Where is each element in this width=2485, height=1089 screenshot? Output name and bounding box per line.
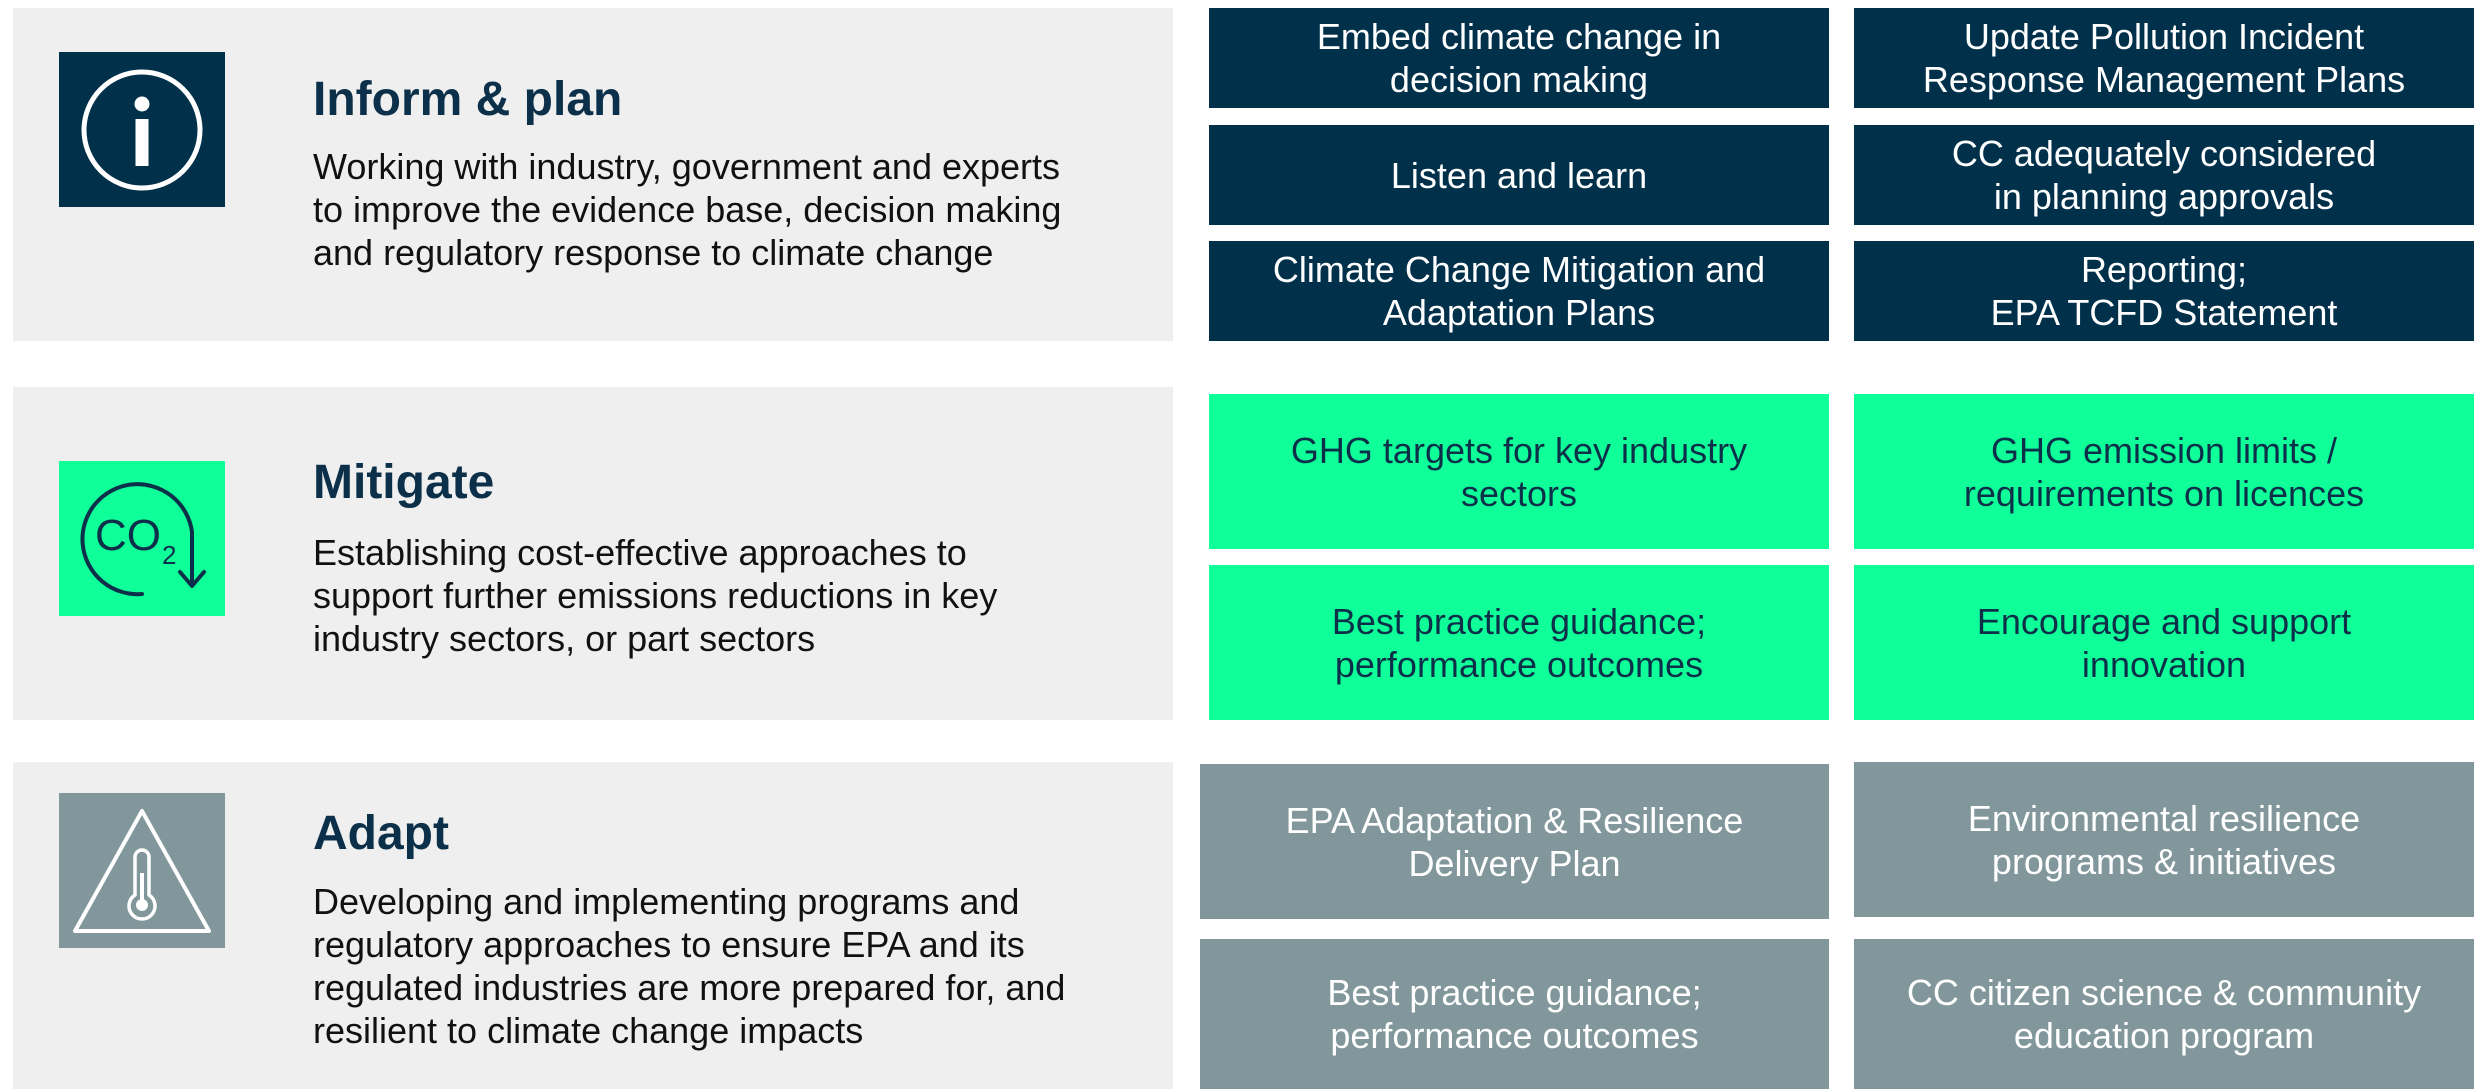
adapt-description: Developing and implementing programs and… — [313, 880, 1173, 1052]
description-line: resilient to climate change impacts — [313, 1010, 864, 1051]
description-line: regulated industries are more prepared f… — [313, 967, 1066, 1008]
description-line: and regulatory response to climate chang… — [313, 232, 994, 273]
inform-plan-description: Working with industry, government and ex… — [313, 145, 1173, 274]
action-ghg-emission-limits: GHG emission limits /requirements on lic… — [1854, 394, 2474, 549]
description-line: support further emissions reductions in … — [313, 575, 998, 616]
action-listen-and-learn: Listen and learn — [1209, 125, 1829, 225]
svg-text:CO: CO — [95, 511, 161, 560]
mitigate-icon-tile: CO 2 — [59, 461, 225, 616]
inform-plan-icon-tile — [59, 52, 225, 207]
description-line: Establishing cost-effective approaches t… — [313, 532, 967, 573]
adapt-title: Adapt — [313, 807, 449, 860]
adapt-icon-tile — [59, 793, 225, 948]
co2-icon: CO 2 — [80, 481, 206, 596]
description-line: to improve the evidence base, decision m… — [313, 189, 1062, 230]
action-best-practice-guidance: Best practice guidance;performance outco… — [1209, 565, 1829, 720]
description-line: Working with industry, government and ex… — [313, 146, 1061, 187]
inform-plan-title: Inform & plan — [313, 73, 623, 126]
mitigate-description: Establishing cost-effective approaches t… — [313, 531, 1173, 660]
thermometer-warning-icon — [73, 808, 211, 933]
description-line: Developing and implementing programs and — [313, 881, 1020, 922]
action-best-practice-guidance-adapt: Best practice guidance;performance outco… — [1200, 939, 1829, 1089]
mitigate-title: Mitigate — [313, 456, 495, 509]
description-line: regulatory approaches to ensure EPA and … — [313, 924, 1025, 965]
svg-text:2: 2 — [162, 540, 176, 570]
action-reporting-tcfd: Reporting;EPA TCFD Statement — [1854, 241, 2474, 341]
info-icon — [81, 69, 203, 190]
description-line: industry sectors, or part sectors — [313, 618, 816, 659]
